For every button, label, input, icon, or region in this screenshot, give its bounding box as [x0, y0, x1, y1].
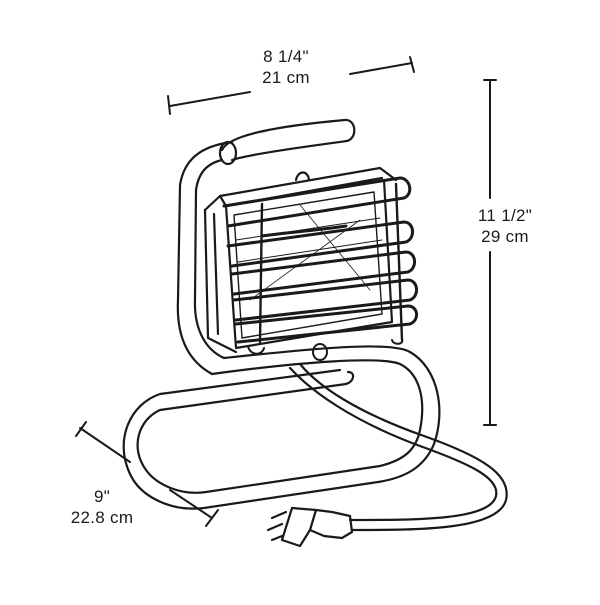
height-dimension-line	[483, 79, 497, 426]
power-plug	[266, 506, 354, 548]
depth-imperial: 9"	[93, 487, 111, 506]
wire-guard	[222, 176, 418, 345]
width-label: 8 1/4" 21 cm	[226, 46, 346, 88]
height-imperial: 11 1/2"	[477, 206, 533, 225]
depth-dimension-line	[75, 421, 219, 527]
width-dimension-line	[167, 56, 415, 115]
width-metric: 21 cm	[262, 68, 310, 87]
lamp-housing	[203, 166, 398, 354]
base-frame	[122, 345, 441, 510]
height-label: 11 1/2" 29 cm	[450, 205, 560, 247]
depth-metric: 22.8 cm	[70, 508, 134, 527]
depth-label: 9" 22.8 cm	[42, 486, 162, 528]
carry-handle	[176, 118, 356, 376]
height-metric: 29 cm	[481, 227, 529, 246]
power-cord	[288, 362, 508, 532]
width-imperial: 8 1/4"	[263, 47, 309, 66]
